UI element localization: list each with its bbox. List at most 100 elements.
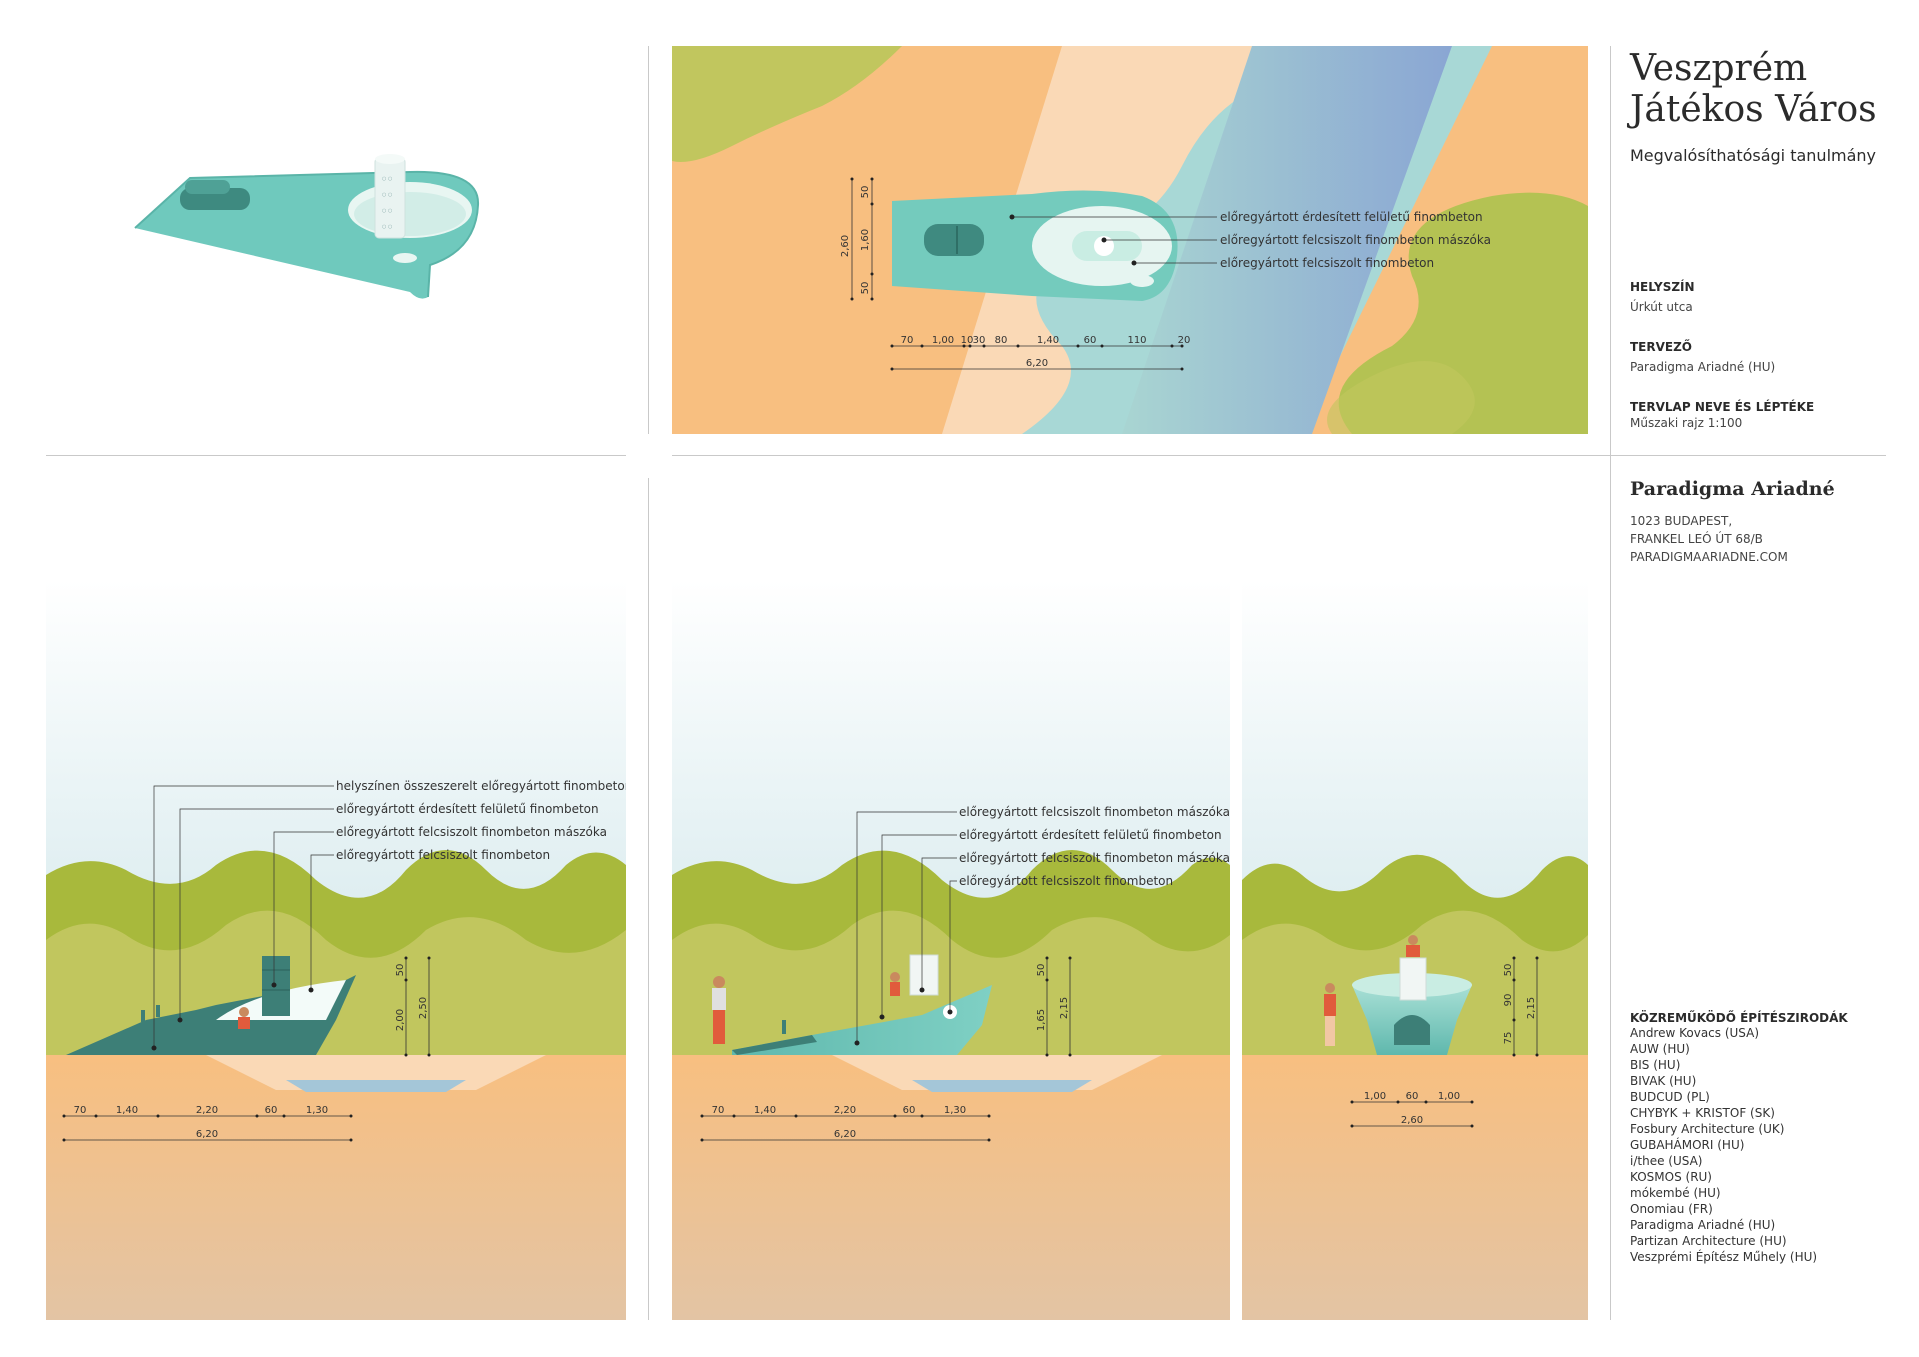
plan-label-3: előregyártott felcsiszolt finombeton xyxy=(1220,256,1435,270)
partners-list: Andrew Kovacs (USA) AUW (HU) BIS (HU) BIVAK… xyxy=(1630,1025,1848,1265)
svg-text:○ ○: ○ ○ xyxy=(382,176,392,182)
s3-dim-h-2: 60 xyxy=(1406,1091,1419,1102)
office-address-2: FRANKEL LEÓ ÚT 68/B xyxy=(1630,532,1763,546)
s1-dim-v-2: 2,00 xyxy=(395,1009,406,1031)
plan-dim-v-2: 1,60 xyxy=(860,229,871,251)
s2-dim-v-2: 1,65 xyxy=(1036,1009,1047,1031)
office-block: Paradigma Ariadné 1023 BUDAPEST, FRANKEL… xyxy=(1630,478,1835,566)
project-title-line2: Játékos Város xyxy=(1630,89,1877,130)
s1-label-4: előregyártott felcsiszolt finombeton xyxy=(336,848,551,862)
partner-item: AUW (HU) xyxy=(1630,1042,1690,1056)
office-name: Paradigma Ariadné xyxy=(1630,478,1835,500)
s2-dim-h-4: 60 xyxy=(903,1105,916,1116)
info-value-designer: Paradigma Ariadné (HU) xyxy=(1630,360,1776,374)
partners-block: KÖZREMŰKÖDŐ ÉPÍTÉSZIRODÁK Andrew Kovacs … xyxy=(1630,1011,1848,1265)
s2-label-1: előregyártott felcsiszolt finombeton más… xyxy=(959,805,1230,819)
info-label-sheet: TERVLAP NEVE ÉS LÉPTÉKE xyxy=(1630,400,1815,414)
partner-item: Fosbury Architecture (UK) xyxy=(1630,1122,1785,1136)
partners-heading: KÖZREMŰKÖDŐ ÉPÍTÉSZIRODÁK xyxy=(1630,1011,1848,1025)
partner-item: Veszprémi Építész Műhely (HU) xyxy=(1630,1250,1818,1264)
s2-dim-h-1: 70 xyxy=(712,1105,725,1116)
s2-dim-h-2: 1,40 xyxy=(754,1105,776,1116)
s3-dim-v-2: 90 xyxy=(1503,994,1514,1007)
s1-dim-h-3: 2,20 xyxy=(196,1105,218,1116)
info-value-sheet: Műszaki rajz 1:100 xyxy=(1630,416,1743,430)
s1-dim-v-1: 50 xyxy=(395,964,406,977)
s2-dim-h-3: 2,20 xyxy=(834,1105,856,1116)
plan-dim-h-2: 1,00 xyxy=(932,335,954,346)
plan-dim-h-8: 110 xyxy=(1127,335,1146,346)
partner-item: Onomiau (FR) xyxy=(1630,1202,1713,1216)
plan-dim-v-3: 50 xyxy=(860,282,871,295)
vertical-divider-top xyxy=(648,46,649,434)
plan-dim-total: 6,20 xyxy=(1026,358,1048,369)
partner-item: mókembé (HU) xyxy=(1630,1186,1721,1200)
vertical-divider-sidebar xyxy=(1610,46,1611,1320)
plan-dim-v-1: 50 xyxy=(860,186,871,199)
s2-dim-v-1: 50 xyxy=(1036,964,1047,977)
section-1-panel: 50 2,00 2,50 70 1,40 2,20 60 1,30 6,20 h… xyxy=(46,580,626,1320)
plan-dim-h-5: 80 xyxy=(995,335,1008,346)
s2-label-3: előregyártott felcsiszolt finombeton más… xyxy=(959,851,1230,865)
s3-dim-h-3: 1,00 xyxy=(1438,1091,1460,1102)
title-block: Veszprém Játékos Város Megvalósíthatóság… xyxy=(1630,48,1877,165)
svg-text:○ ○: ○ ○ xyxy=(382,224,392,230)
office-address-1: 1023 BUDAPEST, xyxy=(1630,514,1733,528)
s2-label-4: előregyártott felcsiszolt finombeton xyxy=(959,874,1174,888)
project-title-line1: Veszprém xyxy=(1630,48,1808,89)
s1-dim-h-1: 70 xyxy=(74,1105,87,1116)
svg-text:○ ○: ○ ○ xyxy=(382,192,392,198)
partner-item: BUDCUD (PL) xyxy=(1630,1090,1710,1104)
s3-dim-total: 2,60 xyxy=(1401,1115,1423,1126)
plan-dim-v-total: 2,60 xyxy=(840,235,851,257)
partner-item: i/thee (USA) xyxy=(1630,1154,1703,1168)
s2-dim-h-5: 1,30 xyxy=(944,1105,966,1116)
s1-dim-h-4: 60 xyxy=(265,1105,278,1116)
partner-item: KOSMOS (RU) xyxy=(1630,1170,1712,1184)
svg-text:○ ○: ○ ○ xyxy=(382,208,392,214)
plan-view-panel: 2,60 50 1,60 50 70 1,00 10 30 80 1,40 60… xyxy=(672,46,1588,434)
s2-dim-total: 6,20 xyxy=(834,1129,856,1140)
info-label-designer: TERVEZŐ xyxy=(1630,340,1693,354)
info-label-location: HELYSZÍN xyxy=(1630,280,1695,294)
section-2-panel: 50 1,65 2,15 70 1,40 2,20 60 1,30 6,20 e… xyxy=(672,580,1230,1320)
plan-dim-h-1: 70 xyxy=(901,335,914,346)
s1-dim-total: 6,20 xyxy=(196,1129,218,1140)
plan-label-1: előregyártott érdesített felületű finomb… xyxy=(1220,210,1483,224)
info-value-location: Úrkút utca xyxy=(1630,300,1693,314)
s1-dim-v-total: 2,50 xyxy=(418,997,429,1019)
partner-item: Paradigma Ariadné (HU) xyxy=(1630,1218,1776,1232)
partner-item: GUBAHÁMORI (HU) xyxy=(1630,1138,1745,1152)
project-subtitle: Megvalósíthatósági tanulmány xyxy=(1630,146,1877,165)
plan-dim-h-4: 30 xyxy=(973,335,986,346)
s2-dim-v-total: 2,15 xyxy=(1059,997,1070,1019)
s1-dim-h-2: 1,40 xyxy=(116,1105,138,1116)
office-web[interactable]: PARADIGMAARIADNE.COM xyxy=(1630,550,1788,564)
plan-dim-h-6: 1,40 xyxy=(1037,335,1059,346)
partner-item: BIVAK (HU) xyxy=(1630,1074,1697,1088)
plan-label-2: előregyártott felcsiszolt finombeton más… xyxy=(1220,233,1491,247)
section-3-panel: 50 90 75 2,15 1,00 60 1,00 2,60 xyxy=(1242,580,1588,1320)
horizontal-divider-left xyxy=(46,455,626,456)
partner-item: Andrew Kovacs (USA) xyxy=(1630,1026,1760,1040)
isometric-view: ○ ○ ○ ○ ○ ○ ○ ○ xyxy=(134,154,480,299)
partner-item: BIS (HU) xyxy=(1630,1058,1681,1072)
info-block: HELYSZÍN Úrkút utca TERVEZŐ Paradigma Ar… xyxy=(1630,280,1814,430)
s1-label-3: előregyártott felcsiszolt finombeton más… xyxy=(336,825,607,839)
s3-dim-v-1: 50 xyxy=(1503,964,1514,977)
partner-item: Partizan Architecture (HU) xyxy=(1630,1234,1787,1248)
partner-item: CHYBYK + KRISTOF (SK) xyxy=(1630,1106,1775,1120)
plan-dim-h-7: 60 xyxy=(1084,335,1097,346)
plan-dim-h-9: 20 xyxy=(1178,335,1191,346)
s2-label-2: előregyártott érdesített felületű finomb… xyxy=(959,828,1222,842)
s3-dim-v-total: 2,15 xyxy=(1526,997,1537,1019)
s3-dim-h-1: 1,00 xyxy=(1364,1091,1386,1102)
s1-dim-h-5: 1,30 xyxy=(306,1105,328,1116)
s1-label-1: helyszínen összeszerelt előregyártott fi… xyxy=(336,779,626,793)
s3-dim-v-3: 75 xyxy=(1503,1032,1514,1045)
section-2-object xyxy=(732,985,992,1055)
horizontal-divider-right xyxy=(672,455,1886,456)
plan-dim-h-3: 10 xyxy=(961,335,974,346)
s1-label-2: előregyártott érdesített felületű finomb… xyxy=(336,802,599,816)
vertical-divider-bottom xyxy=(648,478,649,1320)
